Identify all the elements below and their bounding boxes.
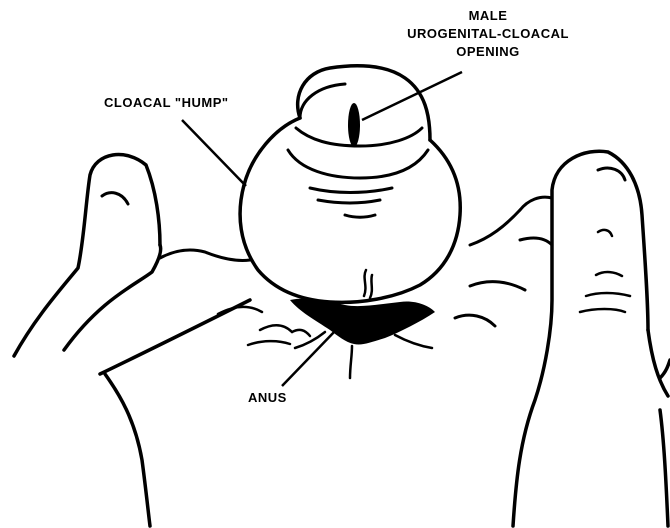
left-thumb-drawing xyxy=(14,155,161,526)
urogenital-opening-slit xyxy=(348,103,360,147)
leader-line-opening xyxy=(362,72,462,120)
leader-line-anus xyxy=(282,330,336,386)
label-male-opening-line3: OPENING xyxy=(456,44,519,59)
label-male-opening-line1: MALE xyxy=(469,8,508,23)
label-anus: ANUS xyxy=(248,390,287,405)
label-male-opening-line2: UROGENITAL-CLOACAL xyxy=(407,26,569,41)
leader-line-hump xyxy=(182,120,246,186)
right-thumb-drawing xyxy=(513,151,670,526)
anus-shape xyxy=(290,299,435,345)
hand-skin-drawing xyxy=(100,197,552,374)
label-cloacal-hump: CLOACAL "HUMP" xyxy=(104,95,229,110)
cloacal-papilla-drawing xyxy=(296,66,430,146)
leader-lines xyxy=(182,72,462,386)
perianal-creases xyxy=(248,332,432,378)
